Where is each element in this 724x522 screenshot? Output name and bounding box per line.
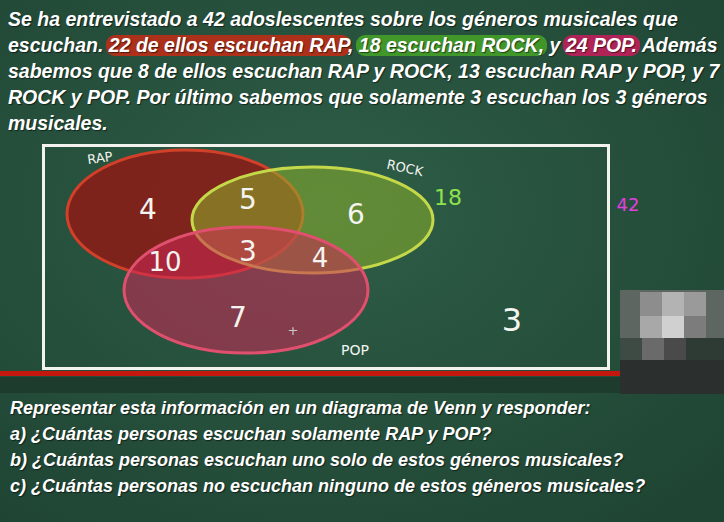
instruction-line: Representar esta información en un diagr… bbox=[10, 396, 591, 420]
region-count: 4 bbox=[139, 196, 157, 224]
region-count: 10 bbox=[148, 249, 181, 275]
question-line: b) ¿Cuántas personas escuchan uno solo d… bbox=[10, 448, 623, 472]
set-name: ROCK bbox=[386, 158, 425, 178]
problem-statement: Se ha entrevistado a 42 adoslescentes so… bbox=[8, 6, 720, 136]
webcam-thumbnail bbox=[620, 290, 724, 394]
question-line: a) ¿Cuántas personas escuchan solamente … bbox=[10, 422, 491, 446]
set-name: RAP bbox=[87, 150, 114, 166]
region-count: 5 bbox=[239, 186, 257, 214]
region-count: 6 bbox=[347, 201, 365, 229]
total-count: 42 bbox=[617, 196, 640, 214]
red-line bbox=[0, 371, 724, 376]
outside-count: 3 bbox=[502, 304, 522, 336]
statement-block: Se ha entrevistado a 42 adoslescentes so… bbox=[8, 6, 720, 136]
region-count: 3 bbox=[239, 238, 257, 266]
region-count: 4 bbox=[312, 245, 329, 271]
set-total: 18 bbox=[434, 187, 462, 209]
set-name: POP bbox=[341, 343, 369, 357]
region-count: 7 bbox=[229, 304, 247, 332]
cursor-mark: + bbox=[288, 324, 299, 337]
set-ellipse bbox=[124, 227, 368, 353]
question-line: c) ¿Cuántas personas no escuchan ninguno… bbox=[10, 474, 645, 498]
dark-strip bbox=[0, 377, 724, 393]
